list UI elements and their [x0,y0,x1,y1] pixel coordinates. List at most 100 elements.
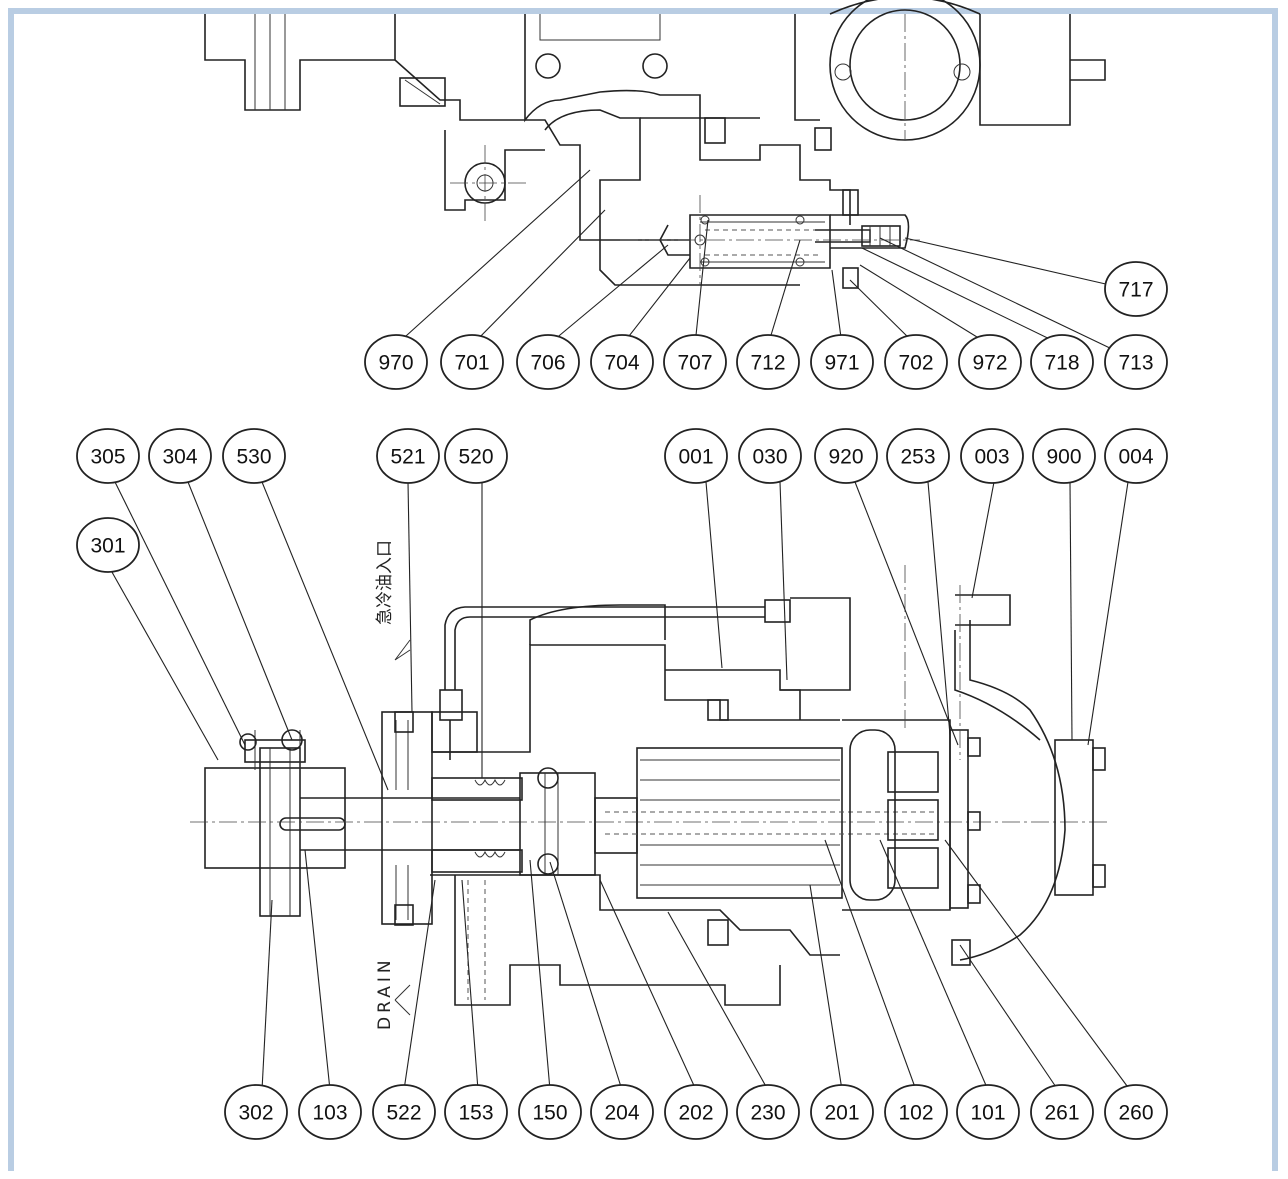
bubble-outline [372,1084,436,1140]
bubble-outline [518,1084,582,1140]
part-number-label: 260 [1118,1102,1153,1125]
bubble-outline [444,428,508,484]
part-bubble-530: 530 [222,428,286,484]
part-number-label: 970 [378,352,413,375]
part-number-label: 530 [236,446,271,469]
bubble-outline [1030,1084,1094,1140]
part-number-label: 253 [900,446,935,469]
part-number-label: 001 [678,446,713,469]
bubble-outline [224,1084,288,1140]
part-number-label: 150 [532,1102,567,1125]
bubble-outline [376,428,440,484]
bubble-outline [364,334,428,390]
part-number-label: 301 [90,535,125,558]
part-bubble-920: 920 [814,428,878,484]
part-bubble-706: 706 [516,334,580,390]
bubble-outline [590,334,654,390]
bubble-outline [1104,1084,1168,1140]
part-number-label: 900 [1046,446,1081,469]
part-bubble-717: 717 [1104,261,1168,317]
bubble-outline [76,428,140,484]
bubble-outline [884,334,948,390]
part-number-label: 521 [390,446,425,469]
bubble-outline [1104,334,1168,390]
bubble-outline [884,1084,948,1140]
quench-inlet-label: 急冷油入口 [375,540,395,625]
bubble-outline [960,428,1024,484]
drain-label: DRAIN [375,956,395,1030]
part-number-label: 004 [1118,446,1153,469]
top-assembly [204,0,1106,289]
bubble-outline [664,1084,728,1140]
part-bubble-520: 520 [444,428,508,484]
part-number-label: 204 [604,1102,639,1125]
part-bubble-970: 970 [364,334,428,390]
part-number-label: 230 [750,1102,785,1125]
annotations: 急冷油入口 DRAIN [375,540,395,1030]
main-assembly [190,565,1110,1016]
part-bubble-003: 003 [960,428,1024,484]
bubble-outline [956,1084,1020,1140]
part-number-label: 101 [970,1102,1005,1125]
part-bubble-972: 972 [958,334,1022,390]
part-number-label: 305 [90,446,125,469]
part-bubble-304: 304 [148,428,212,484]
part-bubble-702: 702 [884,334,948,390]
bubble-outline [1104,261,1168,317]
part-bubble-704: 704 [590,334,654,390]
part-number-label: 972 [972,352,1007,375]
bubble-outline [76,517,140,573]
bubble-outline [590,1084,654,1140]
part-number-label: 702 [898,352,933,375]
bubble-outline [222,428,286,484]
part-number-label: 971 [824,352,859,375]
part-number-label: 717 [1118,279,1153,302]
part-bubble-202: 202 [664,1084,728,1140]
part-bubble-030: 030 [738,428,802,484]
part-bubble-971: 971 [810,334,874,390]
bubble-outline [736,1084,800,1140]
part-bubble-522: 522 [372,1084,436,1140]
part-number-label: 202 [678,1102,713,1125]
part-bubble-521: 521 [376,428,440,484]
page-frame [8,8,1278,1171]
part-bubble-230: 230 [736,1084,800,1140]
part-bubble-707: 707 [663,334,727,390]
part-number-label: 103 [312,1102,347,1125]
bubble-outline [444,1084,508,1140]
part-number-label: 030 [752,446,787,469]
bubble-outline [298,1084,362,1140]
bubble-outline [516,334,580,390]
bubble-outline [663,334,727,390]
bubble-outline [738,428,802,484]
part-bubble-900: 900 [1032,428,1096,484]
part-bubble-201: 201 [810,1084,874,1140]
bubble-outline [440,334,504,390]
part-number-label: 706 [530,352,565,375]
part-number-label: 704 [604,352,639,375]
part-bubble-150: 150 [518,1084,582,1140]
part-number-label: 520 [458,446,493,469]
bubble-outline [1030,334,1094,390]
part-number-label: 304 [162,446,197,469]
leader-lines [107,169,1131,1091]
part-bubble-004: 004 [1104,428,1168,484]
part-number-label: 712 [750,352,785,375]
part-bubble-101: 101 [956,1084,1020,1140]
part-bubble-261: 261 [1030,1084,1094,1140]
part-number-label: 718 [1044,352,1079,375]
bubble-outline [148,428,212,484]
bubble-outline [886,428,950,484]
part-bubble-701: 701 [440,334,504,390]
part-bubble-305: 305 [76,428,140,484]
part-bubble-260: 260 [1104,1084,1168,1140]
part-number-label: 153 [458,1102,493,1125]
part-number-label: 707 [677,352,712,375]
part-number-label: 261 [1044,1102,1079,1125]
part-bubble-102: 102 [884,1084,948,1140]
part-bubble-253: 253 [886,428,950,484]
bubble-outline [958,334,1022,390]
